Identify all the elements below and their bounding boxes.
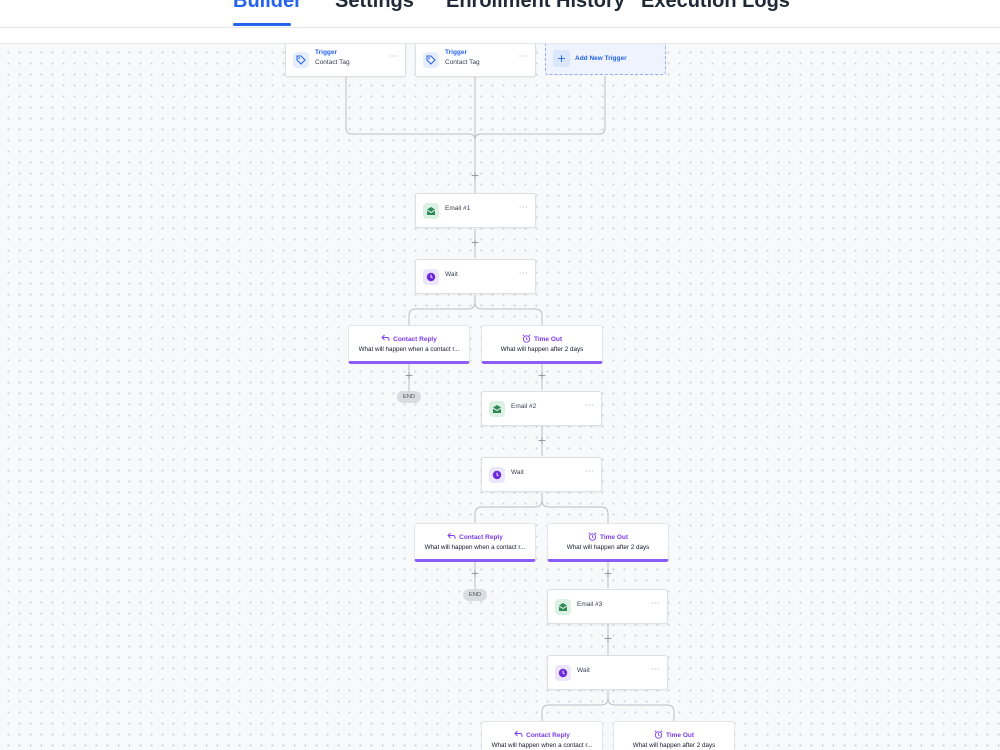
- trigger-card[interactable]: Trigger Contact Tag ···: [415, 44, 536, 77]
- clock-icon: [423, 269, 439, 285]
- wait-action-node[interactable]: Wait ···: [547, 655, 668, 690]
- clock-icon: [555, 665, 571, 681]
- more-options-icon[interactable]: ···: [650, 599, 660, 608]
- contact-reply-branch[interactable]: Contact Reply What will happen when a co…: [481, 721, 603, 750]
- branch-title: Time Out: [533, 336, 563, 343]
- connector-lines: [345, 76, 675, 721]
- branch-title: Time Out: [665, 732, 695, 739]
- more-options-icon[interactable]: ···: [388, 52, 398, 61]
- alarm-clock-icon: [654, 730, 663, 741]
- toolbar-strip: [0, 28, 1000, 44]
- branch-description: What will happen after 2 days: [632, 742, 716, 749]
- email-action-node[interactable]: Email #2 ···: [481, 391, 602, 426]
- workflow-canvas[interactable]: Trigger Contact Tag ··· Trigger Contact …: [0, 44, 1000, 750]
- top-tab-bar: Builder Settings Enrollment History Exec…: [0, 0, 1000, 28]
- alarm-clock-icon: [522, 334, 531, 345]
- email-action-node[interactable]: Email #1 ···: [415, 193, 536, 228]
- wait-action-node[interactable]: Wait ···: [481, 457, 602, 492]
- branch-title: Contact Reply: [459, 533, 503, 541]
- tab-builder[interactable]: Builder: [233, 0, 302, 12]
- email-icon: [555, 599, 571, 615]
- node-label: Email #3: [577, 601, 603, 608]
- contact-reply-branch[interactable]: Contact Reply What will happen when a co…: [348, 325, 470, 364]
- clock-icon: [489, 467, 505, 483]
- trigger-card[interactable]: Trigger Contact Tag ···: [285, 44, 406, 77]
- more-options-icon[interactable]: ···: [650, 665, 660, 674]
- plus-icon: +: [553, 50, 570, 67]
- branch-title: Contact Reply: [393, 335, 437, 343]
- branch-description: What will happen when a contact r...: [358, 346, 460, 353]
- active-tab-indicator: [233, 23, 291, 26]
- alarm-clock-icon: [588, 532, 597, 543]
- add-step-button[interactable]: +: [470, 567, 480, 580]
- reply-icon: [514, 730, 523, 740]
- node-label: Wait: [445, 271, 458, 278]
- tag-icon: [293, 52, 309, 68]
- node-label: Email #1: [445, 205, 471, 212]
- email-icon: [489, 401, 505, 417]
- more-options-icon[interactable]: ···: [584, 467, 594, 476]
- branch-description: What will happen when a contact r...: [491, 742, 593, 749]
- end-marker: END: [463, 589, 487, 601]
- wait-action-node[interactable]: Wait ···: [415, 259, 536, 294]
- reply-icon: [381, 334, 390, 344]
- add-step-button[interactable]: +: [470, 169, 480, 182]
- node-label: Email #2: [511, 403, 537, 410]
- trigger-title: Trigger: [315, 49, 338, 56]
- node-label: Wait: [511, 469, 524, 476]
- add-step-button[interactable]: +: [603, 567, 613, 580]
- branch-description: What will happen after 2 days: [500, 346, 584, 353]
- add-new-trigger-label: Add New Trigger: [575, 55, 627, 62]
- contact-reply-branch[interactable]: Contact Reply What will happen when a co…: [414, 523, 536, 562]
- more-options-icon[interactable]: ···: [518, 203, 528, 212]
- time-out-branch[interactable]: Time Out What will happen after 2 days: [481, 325, 603, 364]
- tab-enrollment-history[interactable]: Enrollment History: [446, 0, 625, 12]
- time-out-branch[interactable]: Time Out What will happen after 2 days: [613, 721, 735, 750]
- tab-execution-logs[interactable]: Execution Logs: [641, 0, 790, 12]
- tag-icon: [423, 52, 439, 68]
- trigger-title: Trigger: [445, 49, 468, 56]
- branch-title: Contact Reply: [526, 731, 570, 739]
- end-marker: END: [397, 391, 421, 403]
- more-options-icon[interactable]: ···: [518, 52, 528, 61]
- tab-settings[interactable]: Settings: [335, 0, 414, 12]
- email-icon: [423, 203, 439, 219]
- node-label: Wait: [577, 667, 590, 674]
- more-options-icon[interactable]: ···: [584, 401, 594, 410]
- reply-icon: [447, 532, 456, 542]
- trigger-subtitle: Contact Tag: [445, 59, 480, 66]
- add-step-button[interactable]: +: [404, 369, 414, 382]
- branch-description: What will happen after 2 days: [566, 544, 650, 551]
- add-step-button[interactable]: +: [603, 632, 613, 645]
- more-options-icon[interactable]: ···: [518, 269, 528, 278]
- branch-title: Time Out: [599, 534, 629, 541]
- add-step-button[interactable]: +: [470, 236, 480, 249]
- add-step-button[interactable]: +: [537, 369, 547, 382]
- email-action-node[interactable]: Email #3 ···: [547, 589, 668, 624]
- time-out-branch[interactable]: Time Out What will happen after 2 days: [547, 523, 669, 562]
- trigger-subtitle: Contact Tag: [315, 59, 350, 66]
- add-step-button[interactable]: +: [537, 434, 547, 447]
- branch-description: What will happen when a contact r...: [424, 544, 526, 551]
- add-new-trigger-button[interactable]: + Add New Trigger: [545, 44, 666, 75]
